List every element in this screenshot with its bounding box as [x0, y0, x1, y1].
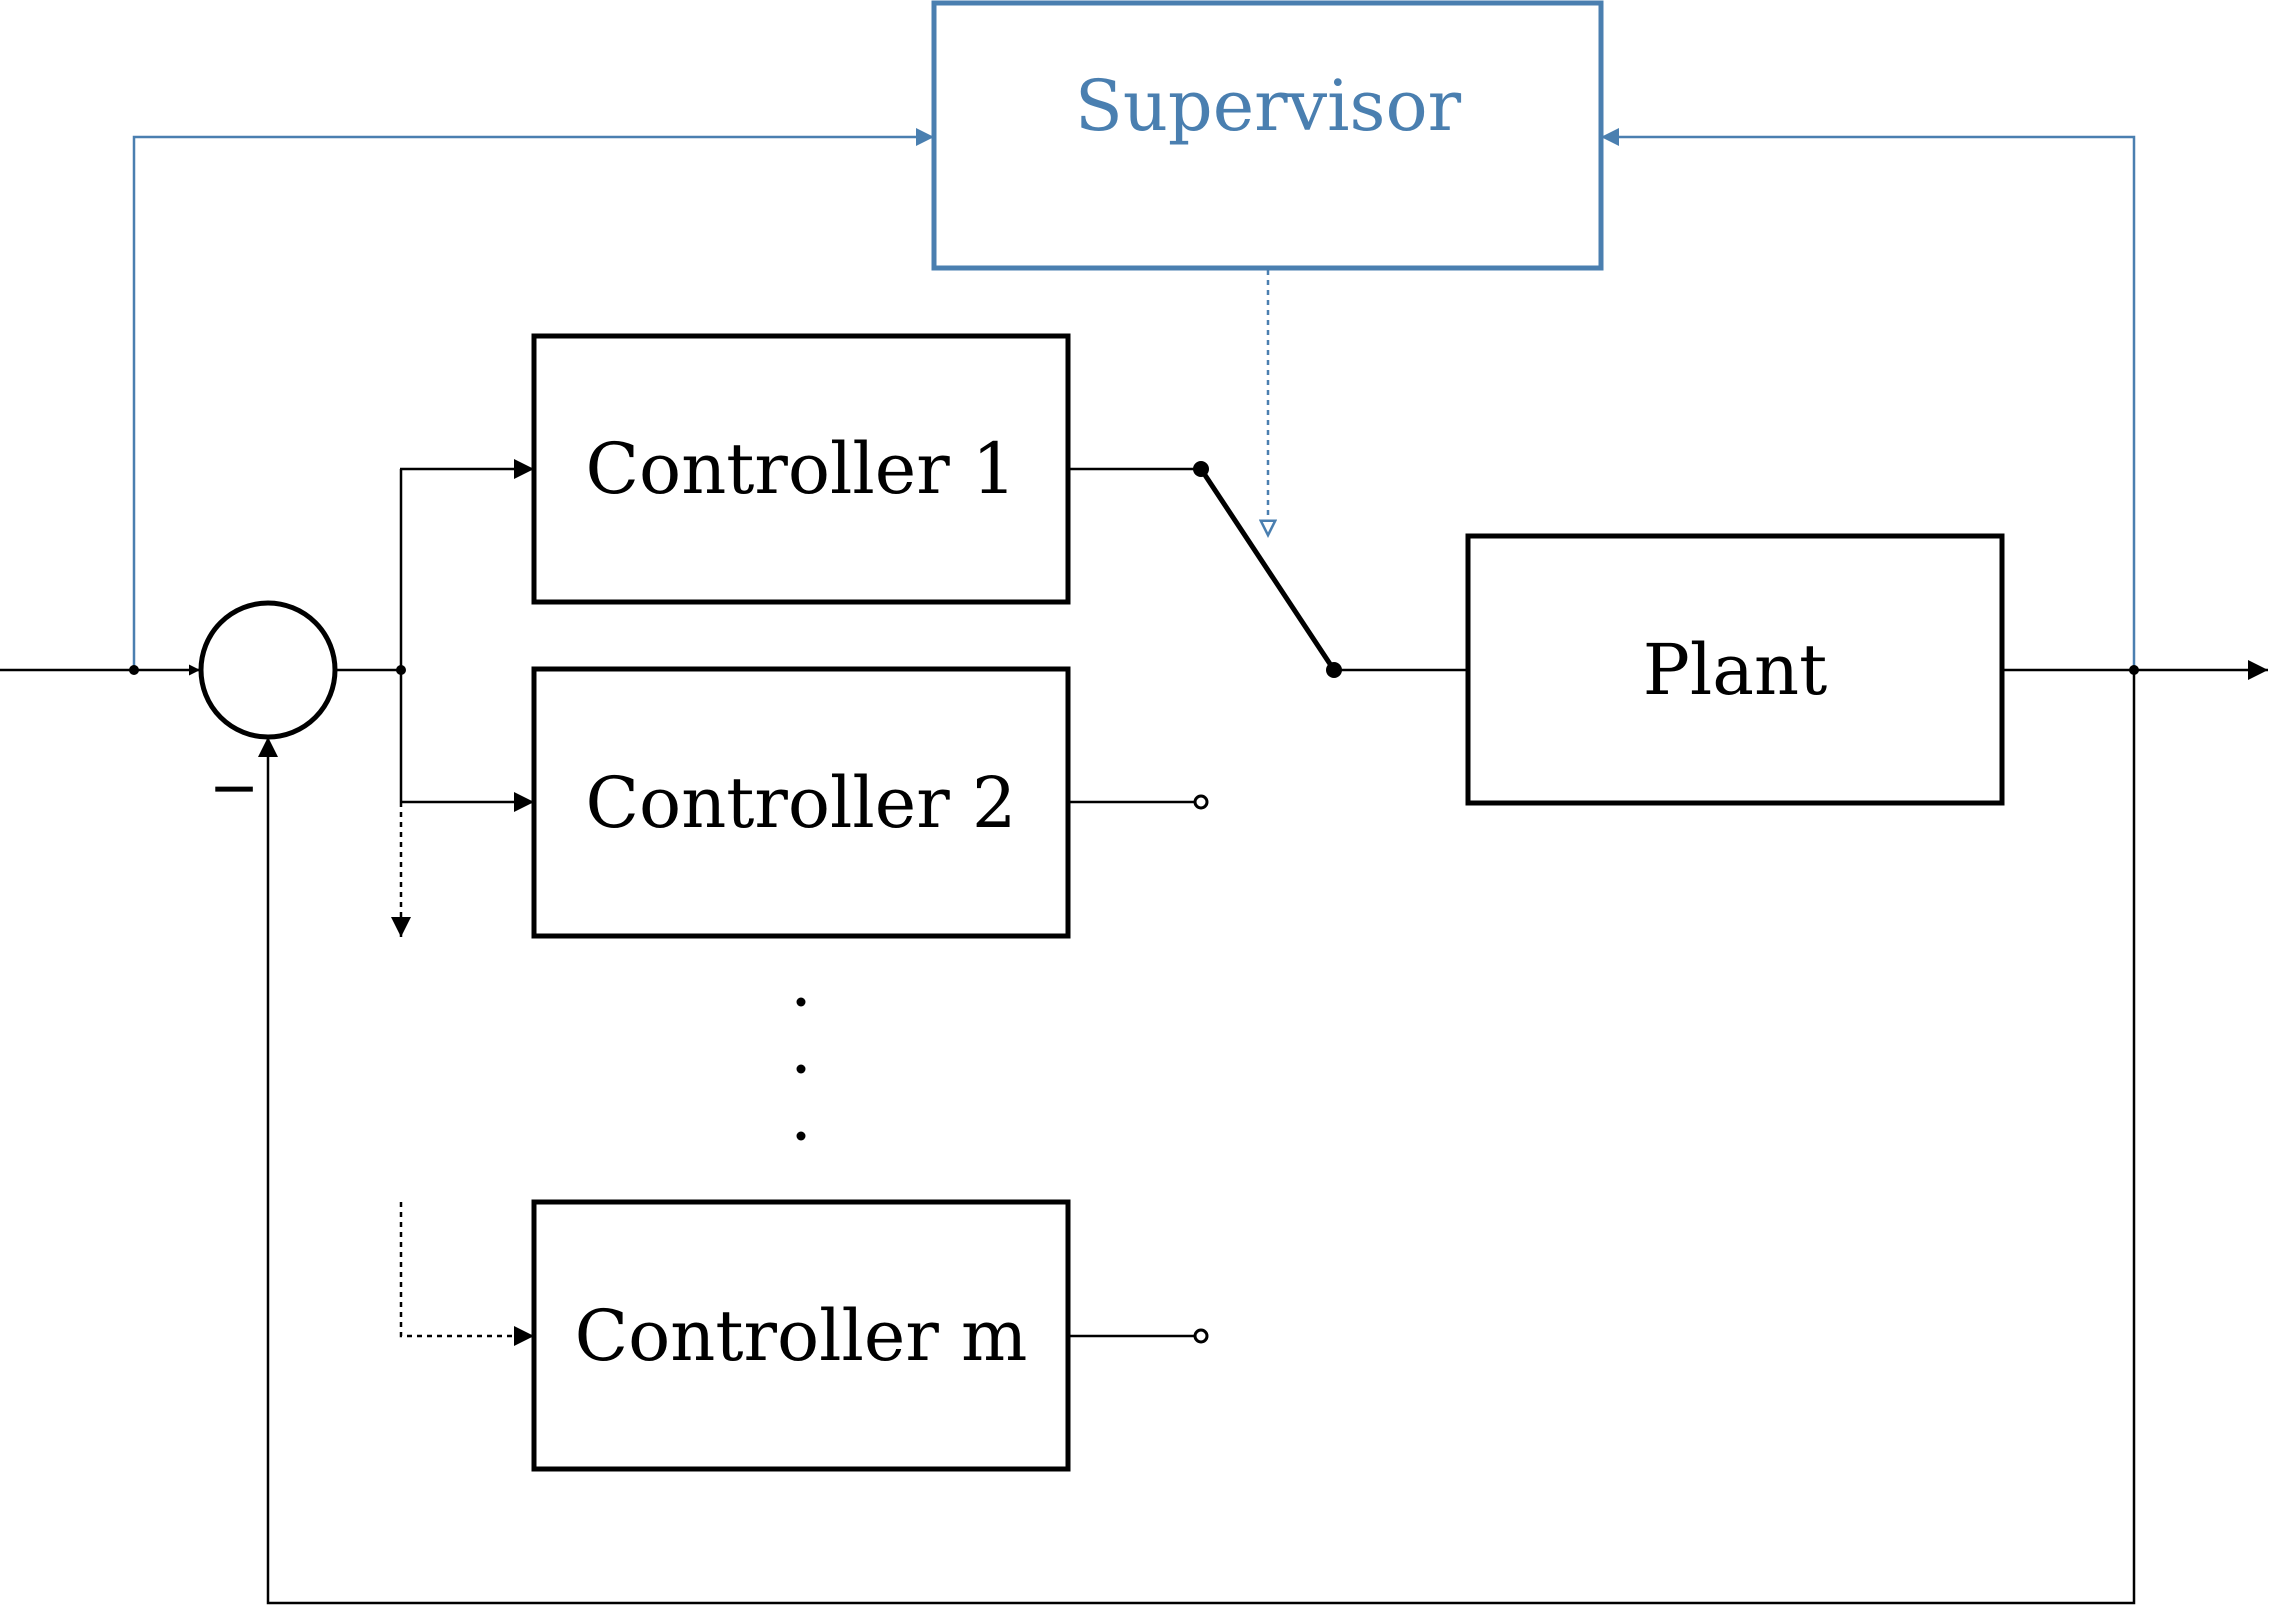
ellipsis-dot	[796, 1064, 806, 1074]
controller-2-switch-contact	[1193, 794, 1209, 810]
reference-to-supervisor-line	[132, 128, 934, 670]
supervisor-label: Supervisor	[1075, 65, 1462, 147]
ellipsis-dot	[796, 997, 806, 1007]
error-to-controller-m-dotted	[399, 1202, 534, 1346]
reference-branch-point	[129, 665, 139, 675]
controller-2-label: Controller 2	[586, 762, 1017, 844]
output-to-supervisor-line	[1601, 128, 2136, 670]
controller-1-label: Controller 1	[586, 428, 1017, 510]
summing-junction	[198, 600, 338, 740]
plant-label: Plant	[1643, 629, 1827, 711]
feedback-minus-sign: −	[209, 753, 259, 823]
switch-lever	[1198, 467, 1337, 672]
controller-m-switch-contact	[1193, 1328, 1209, 1344]
controller-m-label: Controller m	[575, 1295, 1028, 1377]
ellipsis-dot	[796, 1131, 806, 1141]
feedback-path	[258, 670, 2136, 1605]
